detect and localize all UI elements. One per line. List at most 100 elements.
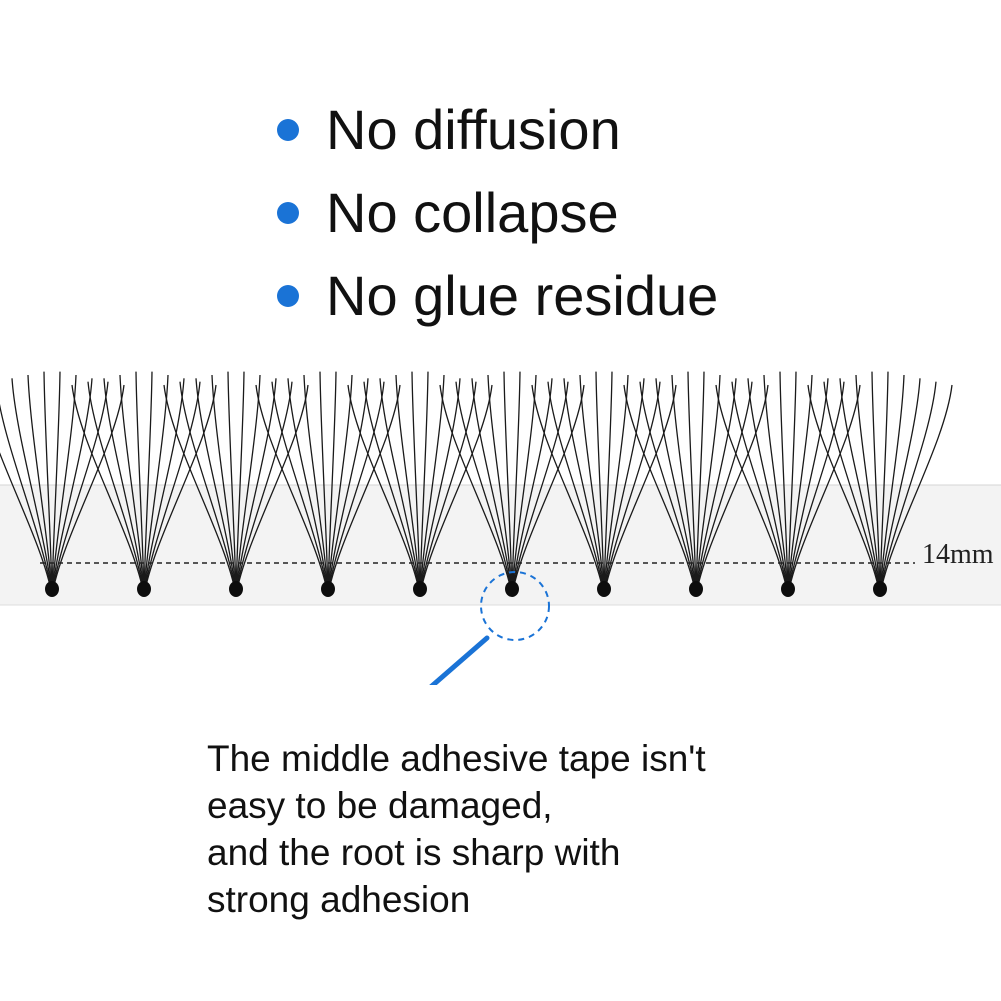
lash-fiber bbox=[179, 381, 237, 596]
lash-root bbox=[873, 581, 887, 597]
lash-fiber bbox=[327, 384, 401, 596]
lash-fiber bbox=[855, 374, 881, 596]
lash-fiber bbox=[671, 374, 697, 596]
lash-fiber bbox=[143, 371, 153, 596]
lash-fiber bbox=[595, 371, 605, 596]
lash-cluster bbox=[347, 371, 493, 597]
highlight-circle-icon bbox=[480, 571, 550, 641]
lash-fiber bbox=[455, 381, 513, 596]
lash-fiber bbox=[0, 452, 53, 596]
lash-fiber bbox=[603, 371, 613, 596]
feature-item: No collapse bbox=[277, 171, 718, 254]
bullet-dot-icon bbox=[277, 284, 299, 307]
lash-fiber bbox=[363, 381, 421, 596]
bullet-dot-icon bbox=[277, 118, 299, 141]
lash-fiber bbox=[807, 384, 881, 596]
lash-fiber bbox=[879, 374, 905, 596]
lash-fiber bbox=[731, 381, 789, 596]
lash-fiber bbox=[547, 381, 605, 596]
feature-text: No diffusion bbox=[326, 97, 621, 161]
lash-fiber bbox=[411, 371, 421, 596]
lash-root bbox=[781, 581, 795, 597]
lash-root bbox=[321, 581, 335, 597]
lash-fiber bbox=[695, 378, 737, 596]
lash-fiber bbox=[51, 381, 109, 596]
feature-text: No glue residue bbox=[326, 263, 719, 327]
lash-fiber bbox=[747, 378, 789, 596]
lash-fiber bbox=[103, 378, 145, 596]
lash-fiber bbox=[0, 403, 53, 596]
caption-line: strong adhesion bbox=[207, 879, 471, 920]
lash-fiber bbox=[211, 374, 237, 596]
lash-fiber bbox=[511, 378, 553, 596]
lash-fiber bbox=[143, 381, 201, 596]
lash-fiber bbox=[439, 384, 513, 596]
caption-line: The middle adhesive tape isn't bbox=[207, 738, 706, 779]
lash-strip-illustration: 14mm bbox=[0, 371, 1001, 685]
caption-line: easy to be damaged, bbox=[207, 785, 553, 826]
lash-fiber bbox=[327, 378, 369, 596]
lash-fiber bbox=[43, 371, 53, 596]
lash-fiber bbox=[11, 378, 53, 596]
lash-fiber bbox=[379, 378, 421, 596]
lash-fiber bbox=[51, 378, 93, 596]
lash-fiber bbox=[871, 371, 881, 596]
lash-fiber bbox=[27, 374, 53, 596]
lash-fiber bbox=[255, 384, 329, 596]
lash-fiber bbox=[787, 381, 845, 596]
lash-fiber bbox=[839, 378, 881, 596]
lash-fiber bbox=[51, 371, 61, 596]
lash-fiber bbox=[419, 384, 493, 596]
lash-fiber bbox=[235, 371, 245, 596]
length-label: 14mm bbox=[922, 539, 994, 570]
lash-fiber bbox=[787, 378, 829, 596]
lash-fiber bbox=[879, 378, 921, 596]
lash-fiber bbox=[487, 374, 513, 596]
lash-fiber bbox=[623, 384, 697, 596]
pointer-arrow-icon bbox=[429, 635, 490, 685]
lash-fiber bbox=[563, 378, 605, 596]
lash-root bbox=[229, 581, 243, 597]
lash-fiber bbox=[287, 378, 329, 596]
lash-fiber bbox=[503, 371, 513, 596]
lash-fiber bbox=[687, 371, 697, 596]
lash-cluster bbox=[439, 371, 585, 597]
lash-fiber bbox=[327, 381, 385, 596]
lash-fiber bbox=[787, 371, 797, 596]
lash-fiber bbox=[143, 384, 217, 596]
lash-fiber bbox=[603, 381, 661, 596]
lash-fiber bbox=[511, 384, 585, 596]
lash-clusters bbox=[0, 371, 953, 597]
lash-fiber bbox=[143, 378, 185, 596]
lash-fiber bbox=[71, 384, 145, 596]
lash-fiber bbox=[327, 371, 337, 596]
lash-fiber bbox=[119, 374, 145, 596]
lash-fiber bbox=[419, 381, 477, 596]
caption-line: and the root is sharp with bbox=[207, 832, 621, 873]
lash-fiber bbox=[395, 374, 421, 596]
lash-fiber bbox=[319, 371, 329, 596]
lash-fiber bbox=[347, 384, 421, 596]
lash-fiber bbox=[695, 381, 753, 596]
lash-root bbox=[45, 581, 59, 597]
lash-fiber bbox=[879, 384, 953, 596]
lash-fiber bbox=[603, 384, 677, 596]
lash-fiber bbox=[419, 378, 461, 596]
lash-fiber bbox=[419, 371, 429, 596]
lash-fiber bbox=[51, 384, 125, 596]
lash-fiber bbox=[531, 384, 605, 596]
lash-root bbox=[689, 581, 703, 597]
caption-text: The middle adhesive tape isn't easy to b… bbox=[207, 735, 706, 923]
lash-fiber bbox=[135, 371, 145, 596]
feature-item: No glue residue bbox=[277, 254, 718, 337]
lash-fiber bbox=[879, 371, 889, 596]
bullet-dot-icon bbox=[277, 201, 299, 224]
lash-cluster bbox=[807, 371, 953, 597]
lash-root bbox=[597, 581, 611, 597]
lash-fiber bbox=[639, 381, 697, 596]
lash-fiber bbox=[763, 374, 789, 596]
lash-cluster bbox=[531, 371, 677, 597]
lash-fiber bbox=[87, 381, 145, 596]
lash-fiber bbox=[823, 381, 881, 596]
lash-fiber bbox=[655, 378, 697, 596]
